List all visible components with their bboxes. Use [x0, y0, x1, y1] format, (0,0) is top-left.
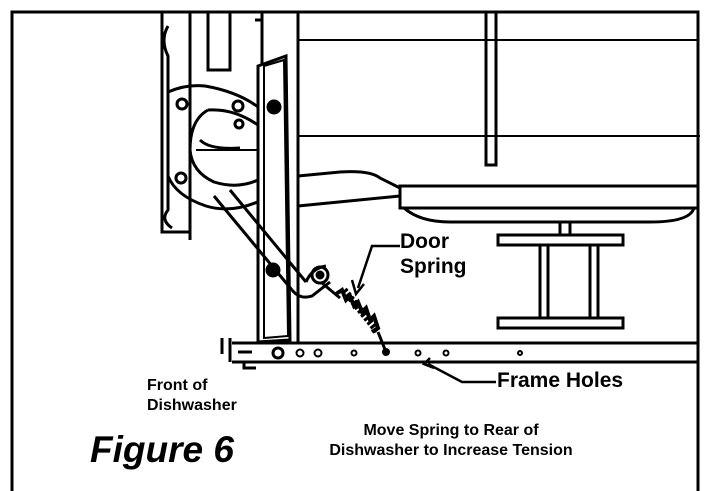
- front-label-line1: Front of: [147, 377, 208, 394]
- linkage-arm: [212, 189, 331, 299]
- move-label-line1: Move Spring to Rear of: [363, 422, 539, 439]
- leader-lines: [350, 244, 496, 384]
- door-arm-bracket: [256, 53, 292, 344]
- door-spring-label-line2: Spring: [400, 255, 467, 278]
- frame-holes-leader-arrow: [421, 357, 435, 370]
- door-hinge: [160, 10, 264, 240]
- front-label-line2: Dishwasher: [147, 397, 237, 414]
- frame-holes-leader: [427, 362, 496, 384]
- front-of-dishwasher-label: Front of Dishwasher: [147, 376, 237, 416]
- door-spring: [321, 281, 390, 356]
- door-spring-leader: [356, 244, 400, 289]
- figure-title: Figure 6: [90, 429, 234, 470]
- door-spring-label-line1: Door: [400, 230, 449, 253]
- door-spring-label: Door Spring: [400, 229, 467, 279]
- move-spring-instruction: Move Spring to Rear of Dishwasher to Inc…: [318, 421, 584, 461]
- figure-border: [10, 10, 700, 491]
- move-label-line2: Dishwasher to Increase Tension: [329, 442, 573, 459]
- base-frame: [220, 338, 698, 370]
- tub-rack: [297, 12, 700, 330]
- door-spring-leader-arrow: [350, 279, 365, 297]
- frame-holes-label: Frame Holes: [497, 369, 624, 392]
